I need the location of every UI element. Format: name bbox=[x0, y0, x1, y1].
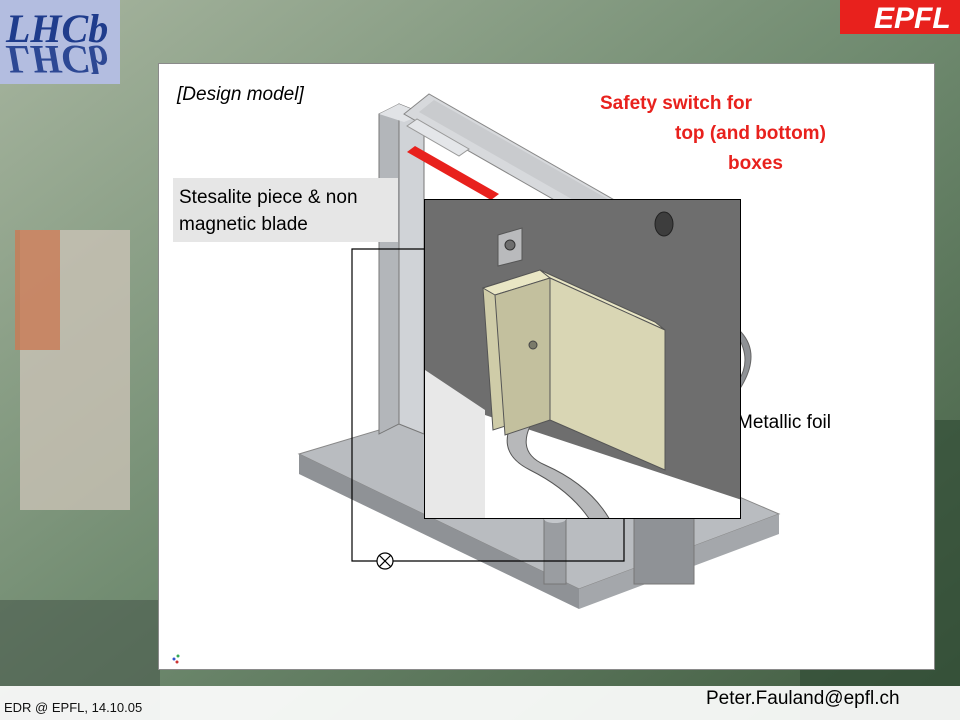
metallic-foil-label: Metallic foil bbox=[737, 412, 831, 433]
design-model-label: [Design model] bbox=[177, 84, 304, 105]
stesalite-callout: Stesalite piece & non magnetic blade bbox=[173, 178, 398, 242]
safety-switch-line1: Safety switch for bbox=[600, 93, 753, 114]
svg-text:LHCb: LHCb bbox=[5, 6, 108, 51]
footer-email[interactable]: Peter.Fauland@epfl.ch bbox=[706, 688, 900, 709]
svg-text:EPFL: EPFL bbox=[874, 2, 951, 34]
lhcb-logo: LHCb LHCb bbox=[0, 0, 120, 84]
circuit-wire bbox=[351, 248, 625, 562]
detail-inset bbox=[424, 199, 741, 519]
footer-event-date: EDR @ EPFL, 14.10.05 bbox=[4, 700, 143, 715]
lamp-icon bbox=[376, 552, 394, 570]
axis-triad-icon bbox=[172, 654, 180, 664]
safety-switch-line3: boxes bbox=[728, 153, 783, 174]
svg-text:LHCb: LHCb bbox=[5, 37, 108, 82]
epfl-logo: EPFL bbox=[840, 0, 960, 34]
inset-drawing bbox=[425, 200, 740, 518]
diagram-panel: [Design model] Safety switch for top (an… bbox=[158, 63, 935, 670]
safety-switch-line2: top (and bottom) bbox=[675, 123, 826, 144]
